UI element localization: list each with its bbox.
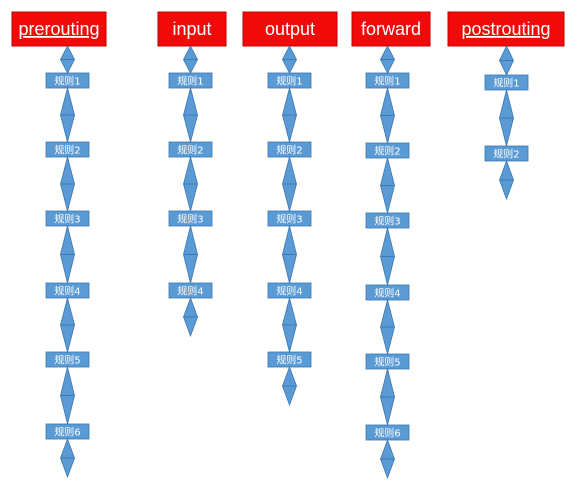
rule-label: 规则3 [276, 213, 302, 226]
rule-label: 规则2 [177, 144, 203, 157]
connector-arrow [60, 437, 75, 479]
connector-arrow [60, 86, 75, 144]
rule-box: 规则4 [168, 282, 213, 299]
rule-label: 规则5 [276, 354, 302, 367]
chain-forward: forward 规则1 规则2 规则3 规则4 规则5 规则6 [351, 11, 431, 441]
connector-arrow [380, 227, 395, 286]
connector-arrow [282, 225, 297, 284]
connector-arrow [60, 366, 75, 425]
rule-label: 规则4 [54, 285, 80, 298]
chain-input: input 规则1 规则2 规则3 规则4 [157, 11, 227, 299]
rule-box: 规则1 [267, 72, 312, 89]
connector-arrow [60, 45, 75, 74]
header-box [447, 11, 565, 47]
rule-box: 规则2 [168, 141, 213, 158]
connector-arrow [183, 45, 198, 74]
rule-box: 规则1 [45, 72, 90, 89]
rule-label: 规则2 [374, 145, 400, 158]
rule-label: 规则6 [54, 426, 80, 439]
chain-header-postrouting: postrouting [447, 11, 565, 47]
connector-arrow [60, 225, 75, 284]
chain-title: output [265, 19, 315, 39]
rule-label: 规则1 [374, 75, 400, 88]
rule-label: 规则6 [374, 427, 400, 440]
connector-arrow [282, 86, 297, 144]
rule-label: 规则4 [374, 287, 400, 300]
rule-label: 规则3 [54, 213, 80, 226]
connector-arrow [282, 296, 297, 354]
rule-box: 规则4 [45, 282, 90, 299]
rule-box: 规则2 [45, 141, 90, 158]
connector-arrow [183, 86, 198, 144]
connector-arrow [380, 87, 395, 144]
connector-arrow [380, 368, 395, 426]
connector-arrow [380, 298, 395, 356]
header-box [157, 11, 227, 47]
rule-label: 规则1 [276, 75, 302, 88]
rule-label: 规则5 [374, 356, 400, 369]
rule-label: 规则1 [177, 75, 203, 88]
chain-postrouting: postrouting 规则1 规则2 [447, 11, 565, 162]
rule-box: 规则5 [365, 353, 410, 370]
rule-box: 规则2 [484, 145, 529, 162]
connector-arrow [60, 296, 75, 354]
rule-label: 规则2 [54, 144, 80, 157]
rule-box: 规则2 [267, 141, 312, 158]
chain-title: input [172, 19, 211, 39]
rule-box: 规则1 [365, 72, 410, 89]
rule-label: 规则5 [54, 354, 80, 367]
rule-label: 规则1 [54, 75, 80, 88]
chain-prerouting: prerouting 规则1 规则2 规则3 规则4 规则5 规则6 [11, 11, 107, 440]
connector-arrow [282, 45, 297, 74]
rule-box: 规则5 [45, 351, 90, 368]
chain-header-output: output [242, 11, 338, 47]
rule-box: 规则6 [365, 424, 410, 441]
rule-box: 规则3 [45, 210, 90, 227]
rule-box: 规则2 [365, 142, 410, 159]
rule-label: 规则2 [276, 144, 302, 157]
rule-box: 规则3 [168, 210, 213, 227]
rule-box: 规则4 [365, 284, 410, 301]
header-box [11, 11, 107, 47]
rule-label: 规则4 [177, 285, 203, 298]
connector-arrow [380, 45, 395, 74]
connector-arrow [183, 225, 198, 284]
connector-arrow [282, 365, 297, 407]
rule-box: 规则6 [45, 423, 90, 440]
rule-label: 规则4 [276, 285, 302, 298]
rule-box: 规则1 [484, 74, 529, 91]
rule-box: 规则4 [267, 282, 312, 299]
connector-arrow [499, 89, 514, 147]
rule-box: 规则3 [365, 212, 410, 229]
rule-label: 规则3 [374, 215, 400, 228]
connector-arrow [380, 157, 395, 214]
connector-arrow [60, 155, 75, 213]
rule-box: 规则1 [168, 72, 213, 89]
connector-arrow [499, 45, 514, 76]
connector-arrow [183, 296, 198, 338]
connector-arrow [282, 155, 297, 213]
header-box [242, 11, 338, 47]
connector-arrow [380, 438, 395, 480]
connector-arrow [183, 155, 198, 213]
header-box [351, 11, 431, 47]
chain-title: postrouting [461, 19, 550, 39]
chain-header-prerouting: prerouting [11, 11, 107, 47]
connector-arrow [499, 159, 514, 201]
chain-title: prerouting [18, 19, 99, 39]
rule-box: 规则3 [267, 210, 312, 227]
chain-output: output 规则1 规则2 规则3 规则4 规则5 [242, 11, 338, 368]
chain-header-input: input [157, 11, 227, 47]
chain-title: forward [361, 19, 421, 39]
chain-header-forward: forward [351, 11, 431, 47]
rule-label: 规则1 [493, 77, 519, 90]
rule-box: 规则5 [267, 351, 312, 368]
rule-label: 规则2 [493, 148, 519, 161]
rule-label: 规则3 [177, 213, 203, 226]
